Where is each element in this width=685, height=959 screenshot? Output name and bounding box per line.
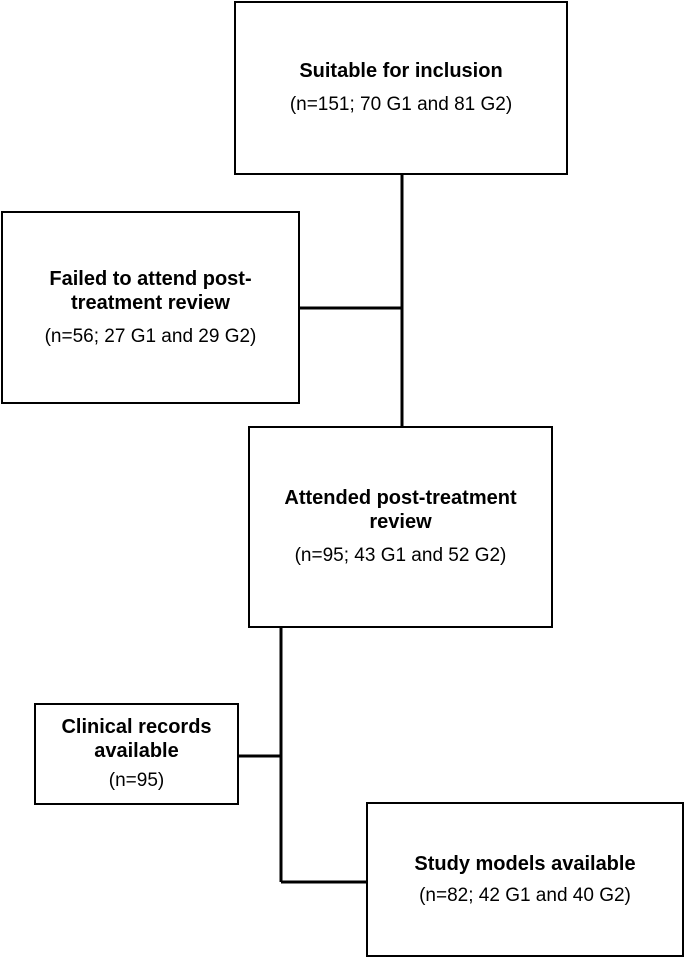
study-title: Study models available (414, 852, 636, 875)
suitable-title: Suitable for inclusion (299, 60, 503, 82)
attended-counts: (n=95; 43 G1 and 52 G2) (294, 545, 507, 566)
clinical-title: Clinical records available (61, 716, 212, 762)
failed-to-attend-box: Failed to attend post-treatment review (… (1, 211, 300, 404)
failed-title: Failed to attend post-treatment review (49, 267, 252, 314)
clinical-records-box: Clinical records available (n=95) (34, 703, 239, 805)
suitable-counts: (n=151; 70 G1 and 81 G2) (289, 94, 513, 115)
failed-counts: (n=56; 27 G1 and 29 G2) (44, 325, 257, 347)
attended-title: Attended post-treatment review (284, 487, 517, 533)
suitable-for-inclusion-box: Suitable for inclusion (n=151; 70 G1 and… (234, 1, 568, 175)
study-counts: (n=82; 42 G1 and 40 G2) (419, 884, 631, 906)
study-models-box: Study models available (n=82; 42 G1 and … (366, 802, 684, 957)
clinical-counts: (n=95) (108, 770, 165, 791)
attended-review-box: Attended post-treatment review (n=95; 43… (248, 426, 553, 628)
